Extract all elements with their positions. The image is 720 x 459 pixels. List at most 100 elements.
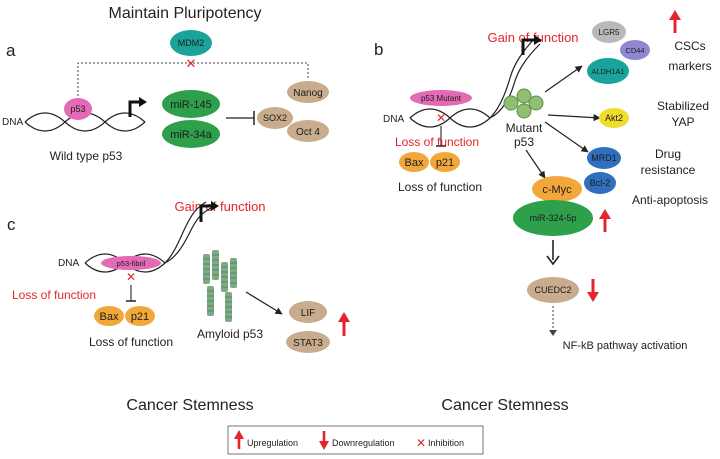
mrd1-label: MRD1 [591,153,617,163]
up-arrow-icon [338,312,350,336]
dna-strand-c2 [84,207,212,273]
gain-of-function-label-b: Gain of function [487,30,578,45]
cuedc2-label: CUEDC2 [534,285,571,295]
mir34a-node [162,120,220,148]
panel-b: b Gain of function DNA p53 Mutant ✕ Loss… [374,10,712,414]
cancer-stemness-b: Cancer Stemness [441,397,568,414]
bcl2-node [584,172,616,194]
lif-label: LIF [301,308,315,319]
dna-strand-b2 [409,43,541,128]
transcription-arrowhead-icon [139,97,147,107]
drug-resistance-label-1: Drug [655,147,681,161]
cd44-label: CD44 [625,46,644,55]
yap-label-2: YAP [671,115,694,129]
sox2-node [257,107,293,129]
panel-a-title: Maintain Pluripotency [109,5,262,22]
p53-mutant-node [410,90,472,106]
p53-fibril-node [101,256,161,270]
nanog-node [287,81,329,103]
transcription-arrowhead-icon [534,35,542,45]
p53-node [64,98,92,120]
x-mark-icon: ✕ [436,111,446,125]
legend-down-label: Downregulation [332,438,395,448]
aldh1a1-label: ALDH1A1 [591,67,624,76]
akt2-label: Akt2 [605,113,623,123]
x-mark-icon: ✕ [416,436,426,450]
inhibition-dotted-line [77,62,309,100]
drug-resistance-label-2: resistance [641,163,696,177]
mrd1-node [587,147,621,169]
x-mark-icon: ✕ [186,57,197,72]
mutant-p53-tetramer-icon [503,88,544,119]
dna-label-b: DNA [383,114,404,125]
panel-a-letter: a [6,41,16,60]
up-arrow-icon [669,10,681,33]
legend-up-label: Upregulation [247,438,298,448]
loss-of-function-red-c: Loss of function [12,288,96,302]
down-arrow-icon [587,279,599,302]
nfkb-label: NF-kB pathway activation [563,340,688,352]
yap-label-1: Stabilized [657,99,709,113]
lgr5-node [592,21,626,43]
loss-of-function-black-b: Loss of function [398,180,482,194]
mir34a-label: miR-34a [170,129,212,141]
lgr5-label: LGR5 [599,28,620,37]
cuedc2-node [527,277,579,303]
up-arrow-icon [599,209,611,232]
p53-fibril-label: p53-fibril [117,259,146,268]
amyloid-p53-label: Amyloid p53 [197,327,263,341]
arrow-to-lif-stat3 [245,291,283,315]
transcription-arrow-icon [199,204,212,222]
bax-label-b: Bax [405,157,424,169]
oct4-node [287,120,329,142]
legend-inhibition-label: Inhibition [428,438,464,448]
bax-node-c [94,306,124,326]
panel-b-letter: b [374,40,383,59]
mir324-label: miR-324-5p [529,213,576,223]
cd44-node [620,40,650,60]
p53-mutant-label: p53 Mutant [421,94,462,103]
panel-c-letter: c [7,215,16,234]
sox2-label: SOX2 [263,113,287,123]
bax-label-c: Bax [100,311,119,323]
legend: Upregulation Downregulation ✕ Inhibition [227,425,484,455]
cancer-stemness-c: Cancer Stemness [126,397,253,414]
gain-of-function-label-c: Gain of function [174,199,265,214]
dna-strand-b1 [409,37,536,128]
bax-node-b [399,152,429,172]
p21-label-b: p21 [436,157,454,169]
bcl2-label: Bcl-2 [590,178,611,188]
legend-box [227,425,484,455]
nanog-label: Nanog [293,88,322,99]
stat3-label: STAT3 [293,338,323,349]
loss-of-function-black-c: Loss of function [89,335,173,349]
wild-type-caption: Wild type p53 [50,149,123,163]
p21-label-c: p21 [131,311,149,323]
transcription-arrowhead-icon [211,201,219,211]
amyloid-fibril-icon [202,249,238,323]
arrow-to-cmyc [525,149,546,179]
mutant-p53-label-1: Mutant [506,121,543,135]
anti-apoptosis-label: Anti-apoptosis [632,193,708,207]
dna-label: DNA [2,117,23,128]
mdm2-label: MDM2 [178,38,205,48]
down-arrow-icon [319,431,329,450]
cmyc-label: c-Myc [542,184,572,196]
p21-node-c [125,306,155,326]
arrow-to-cscs [544,65,583,93]
stat3-node [286,331,330,353]
p53-label: p53 [70,104,85,114]
loss-of-function-red-b: Loss of function [395,135,479,149]
mdm2-node [170,30,212,56]
up-arrow-icon [234,430,244,449]
oct4-label: Oct 4 [296,127,320,138]
p21-node-b [430,152,460,172]
panel-a: Maintain Pluripotency a MDM2 ✕ DNA p53 W… [2,5,329,163]
dna-strand-a1 [24,112,146,132]
transcription-arrow-icon [521,38,535,55]
mir324-node [513,200,593,236]
panel-c: c Gain of function DNA p53-fibril ✕ Loss… [7,199,350,414]
aldh1a1-node [587,58,629,84]
cscs-label-1: CSCs [674,39,705,53]
